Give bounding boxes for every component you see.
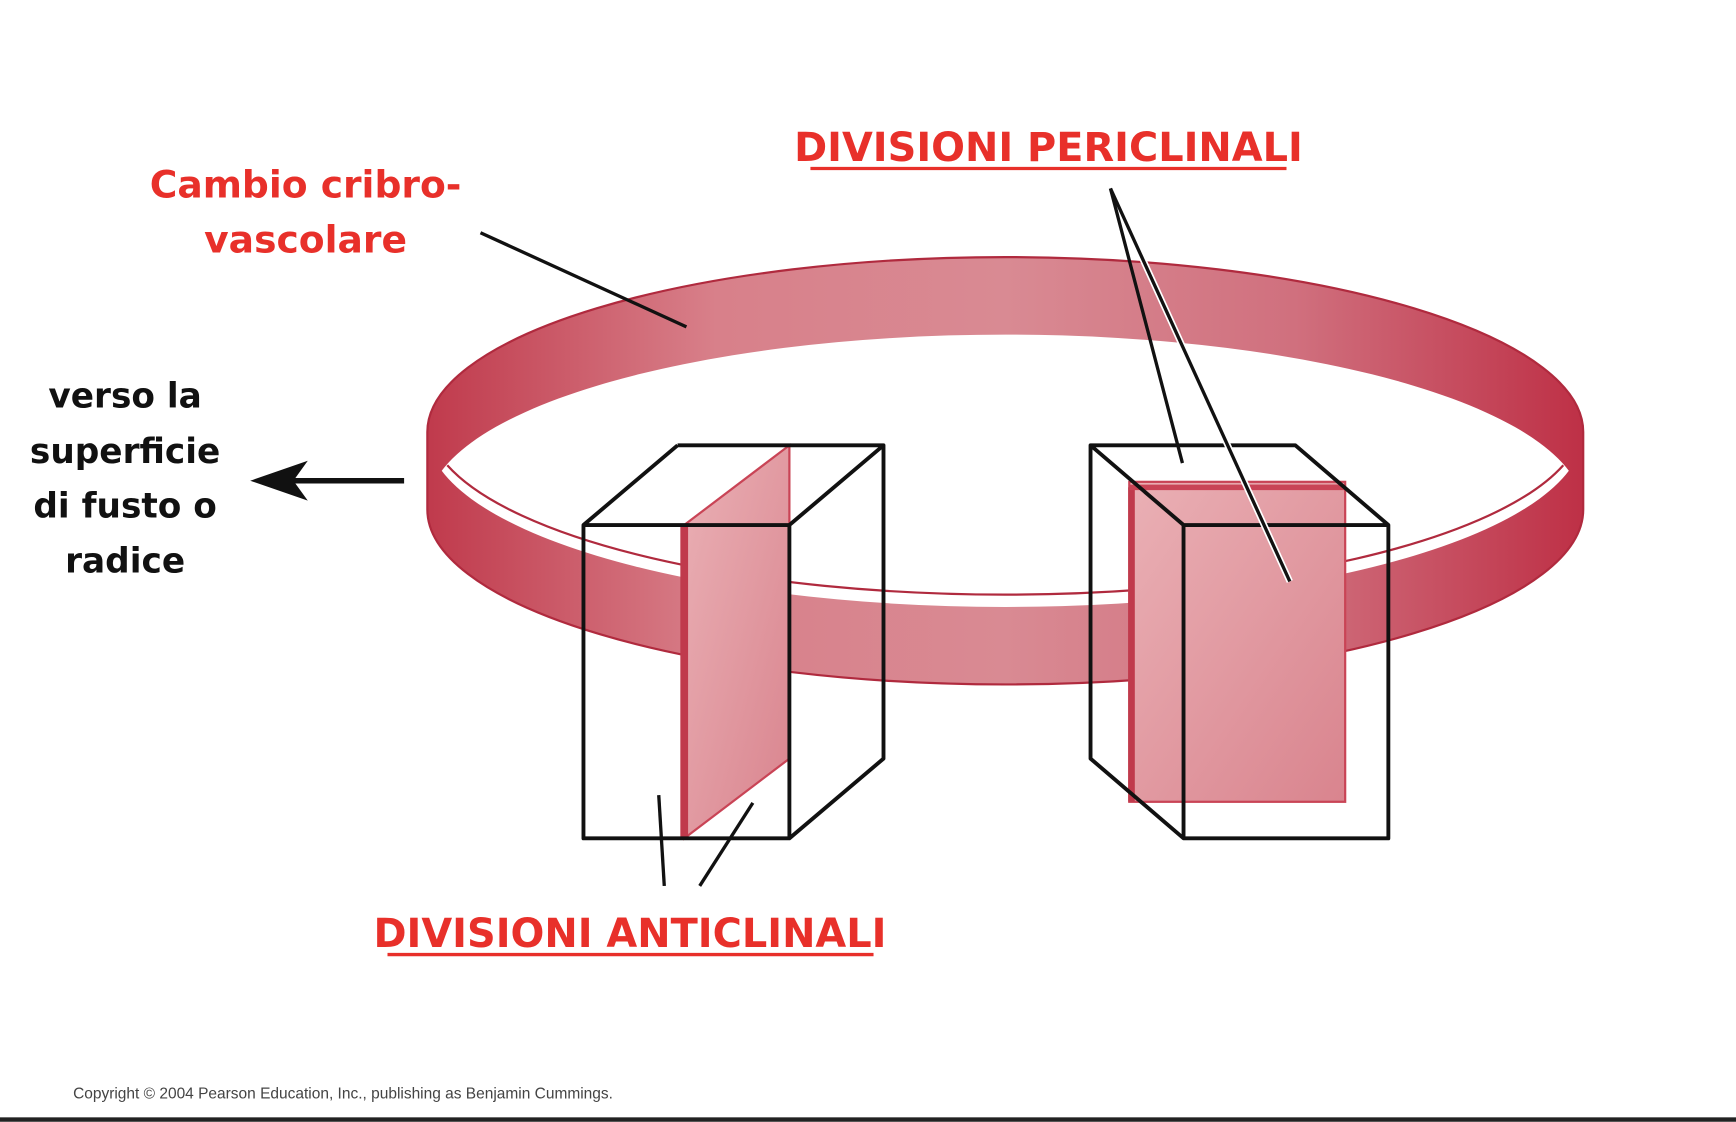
periclinal-title: DIVISIONI PERICLINALI	[794, 125, 1303, 171]
surface-label-line: verso la	[48, 377, 201, 417]
anticlinal-leader-line	[698, 802, 755, 887]
cambium-label-line2: vascolare	[204, 218, 407, 262]
surface-label-line: di fusto o	[33, 486, 217, 526]
cambium-ring	[426, 256, 1585, 686]
periclinal-leader-line	[1108, 187, 1292, 583]
copyright-notice: Copyright © 2004 Pearson Education, Inc.…	[73, 1086, 613, 1103]
cambium-label-line1: Cambio cribro-	[150, 162, 462, 206]
periclinal-division-plane	[1128, 480, 1347, 803]
anticlinal-title: DIVISIONI ANTICLINALI	[373, 911, 886, 957]
anticlinal-cell-box	[581, 443, 886, 841]
anticlinal-leader-line	[657, 795, 666, 887]
surface-label-line: radice	[65, 542, 185, 582]
left-arrow-icon	[250, 460, 405, 501]
periclinal-cell-box	[1088, 443, 1391, 841]
bottom-border	[0, 1117, 1736, 1122]
periclinal-leader-line	[1108, 188, 1185, 464]
cambium-leader-line	[479, 231, 688, 329]
surface-label-line: superficie	[30, 432, 220, 472]
